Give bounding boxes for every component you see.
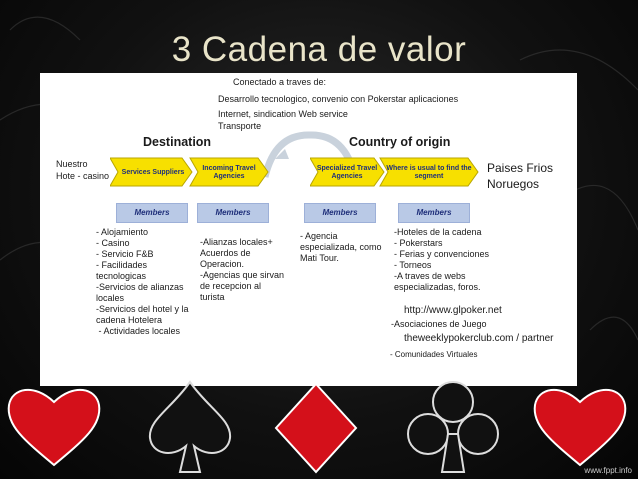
connection-note-line: Desarrollo tecnologico, convenio con Pok… (218, 94, 459, 104)
list-item: -Hoteles de la cadena (394, 227, 482, 237)
club-suit-icon (407, 381, 499, 473)
value-chain-diagram: Conectado a traves de: Desarrollo tecnol… (40, 73, 577, 386)
diamond-suit-icon (274, 382, 358, 474)
list-item: - Agencia (300, 231, 338, 241)
list-item: -Servicios de alianzas (96, 282, 184, 292)
list-item: - Torneos (394, 260, 432, 270)
chevron-services-suppliers: Services Suppliers (121, 169, 185, 176)
members-box: Members (304, 203, 376, 223)
origin-chevrons (310, 157, 479, 187)
list-item: - Ferias y convenciones (394, 249, 490, 259)
members-box: Members (116, 203, 188, 223)
list-item: -A traves de webs (394, 271, 466, 281)
chevron-incoming-travel: Incoming Travel Agencies (202, 165, 256, 180)
connection-arc (261, 131, 359, 178)
watermark-logo: www.fppt.info (584, 466, 632, 475)
chevron-where-segment: Where is usual to find the segment (386, 165, 472, 180)
list-item: - Servicio F&B (96, 249, 154, 259)
list-item: cadena Hotelera (96, 315, 163, 325)
connection-note-line: Transporte (218, 121, 262, 131)
members-box: Members (398, 203, 470, 223)
url-weeklypokerclub: theweeklypokerclub.com / partner (404, 333, 554, 344)
list-item: - Pokerstars (394, 238, 443, 248)
slide-title: 3 Cadena de valor (171, 30, 467, 69)
our-hotel-label: Hote - casino (56, 171, 110, 181)
list-item: locales (96, 293, 125, 303)
list-item: especializada, como (300, 242, 382, 252)
origin-header: Country of origin (349, 135, 451, 149)
destination-header: Destination (143, 135, 212, 149)
url-glpoker: http://www.glpoker.net (404, 305, 502, 316)
connection-note-line: Internet, sindication Web service (218, 109, 348, 119)
spade-suit-icon (148, 380, 232, 473)
chevron-specialized-travel: Specialized Travel Agencies (316, 165, 378, 180)
list-item: Mati Tour. (300, 253, 339, 263)
heart-suit-icon (533, 388, 627, 467)
list-item: Operacion. (200, 259, 245, 269)
segment-channels-list: -Hoteles de la cadena - Pokerstars - Fer… (394, 227, 489, 293)
list-item: tecnologicas (96, 271, 147, 281)
members-box: Members (197, 203, 269, 223)
suppliers-list: - Alojamiento - Casino - Servicio F&B - … (96, 227, 189, 337)
list-item: - Casino (96, 238, 130, 248)
target-country-label: Noruegos (487, 177, 540, 191)
incoming-agencies-list: -Alianzas locales+ Acuerdos de Operacion… (200, 237, 284, 303)
specialized-agencies-list: - Agencia especializada, como Mati Tour. (300, 231, 382, 264)
list-item: -Alianzas locales+ (200, 237, 273, 247)
list-item: - Alojamiento (96, 227, 149, 237)
heart-suit-icon (7, 388, 101, 467)
list-item: -Agencias que sirvan (200, 270, 285, 280)
list-item: especializadas, foros. (394, 282, 481, 292)
extra-virtual-communities: - Comunidades Virtuales (390, 350, 478, 359)
extra-associations: -Asociaciones de Juego (391, 319, 487, 329)
list-item: turista (200, 292, 225, 302)
list-item: - Actividades locales (96, 326, 181, 336)
target-country-label: Paises Frios (487, 161, 554, 175)
list-item: -Servicios del hotel y la (96, 304, 189, 314)
connection-note-line: Conectado a traves de: (233, 77, 327, 87)
our-hotel-label: Nuestro (56, 159, 88, 169)
destination-chevrons (110, 157, 269, 187)
list-item: Acuerdos de (200, 248, 251, 258)
list-item: - Facilidades (96, 260, 148, 270)
list-item: de recepcion al (200, 281, 262, 291)
